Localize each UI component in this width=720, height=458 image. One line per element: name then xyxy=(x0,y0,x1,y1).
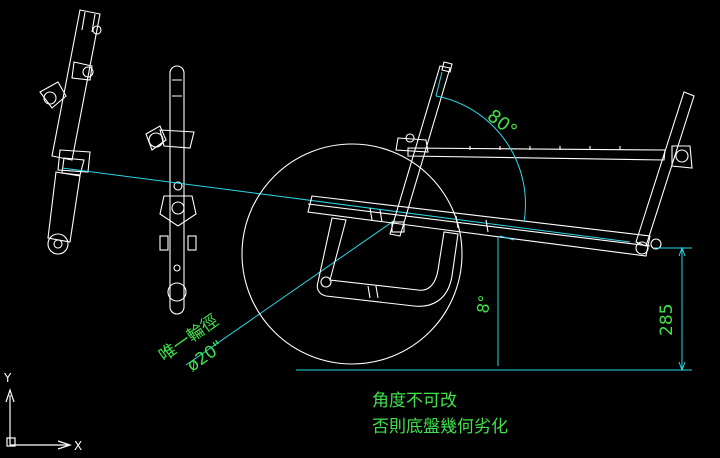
angle-8-text: 8° xyxy=(473,294,494,315)
wheel-diameter-leader xyxy=(185,219,396,366)
note-line-2: 否則底盤幾何劣化 xyxy=(372,417,508,437)
angle-8-marker xyxy=(499,235,515,241)
angle-arc-80 xyxy=(435,95,526,223)
note-line-1: 角度不可改 xyxy=(372,391,457,411)
y-axis-label: Y xyxy=(3,371,12,385)
wheel-circle xyxy=(241,143,463,365)
angle-extension-line xyxy=(435,71,443,97)
x-axis-label: X xyxy=(74,439,82,453)
frame-assembly xyxy=(307,61,695,307)
dim-285-text: 285 xyxy=(657,304,677,336)
handlebar-side-view xyxy=(39,9,102,255)
fork-front-view xyxy=(145,65,197,315)
dim-285-arrows xyxy=(678,246,686,372)
ucs-axis-icon[interactable]: Y X xyxy=(3,371,82,453)
fork-axis-line xyxy=(61,167,631,243)
angle-80-text: 80° xyxy=(483,105,521,141)
